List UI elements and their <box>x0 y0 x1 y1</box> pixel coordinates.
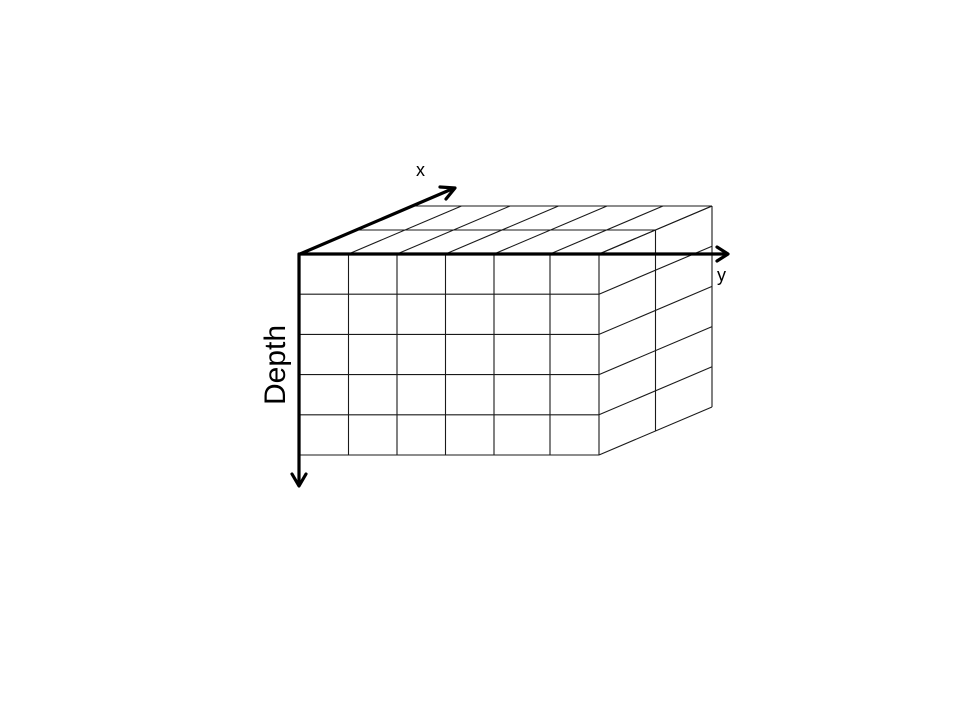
x-axis: x <box>298 160 457 256</box>
top-diagonal-line <box>445 205 559 255</box>
top-diagonal-line <box>396 205 511 255</box>
y-axis-label: y <box>717 265 726 285</box>
y-axis-arrowhead <box>715 245 730 263</box>
top-diagonal-line <box>493 205 608 255</box>
top-diagonal-line <box>348 205 462 255</box>
x-axis-label: x <box>416 160 425 180</box>
depth-axis-arrowhead <box>290 472 308 488</box>
side-diagonal-line <box>598 285 713 335</box>
depth-axis-label: Depth <box>259 325 292 405</box>
x-axis-line <box>298 187 454 256</box>
side-diagonal-line <box>598 205 713 255</box>
y-axis: y <box>298 245 730 285</box>
depth-axis: Depth <box>259 252 308 488</box>
cube-grid <box>299 205 713 456</box>
side-diagonal-line <box>598 366 713 416</box>
side-diagonal-line <box>598 326 713 376</box>
x-axis-arrowhead <box>438 185 457 201</box>
top-diagonal-line <box>549 205 664 255</box>
side-diagonal-line <box>598 406 713 456</box>
